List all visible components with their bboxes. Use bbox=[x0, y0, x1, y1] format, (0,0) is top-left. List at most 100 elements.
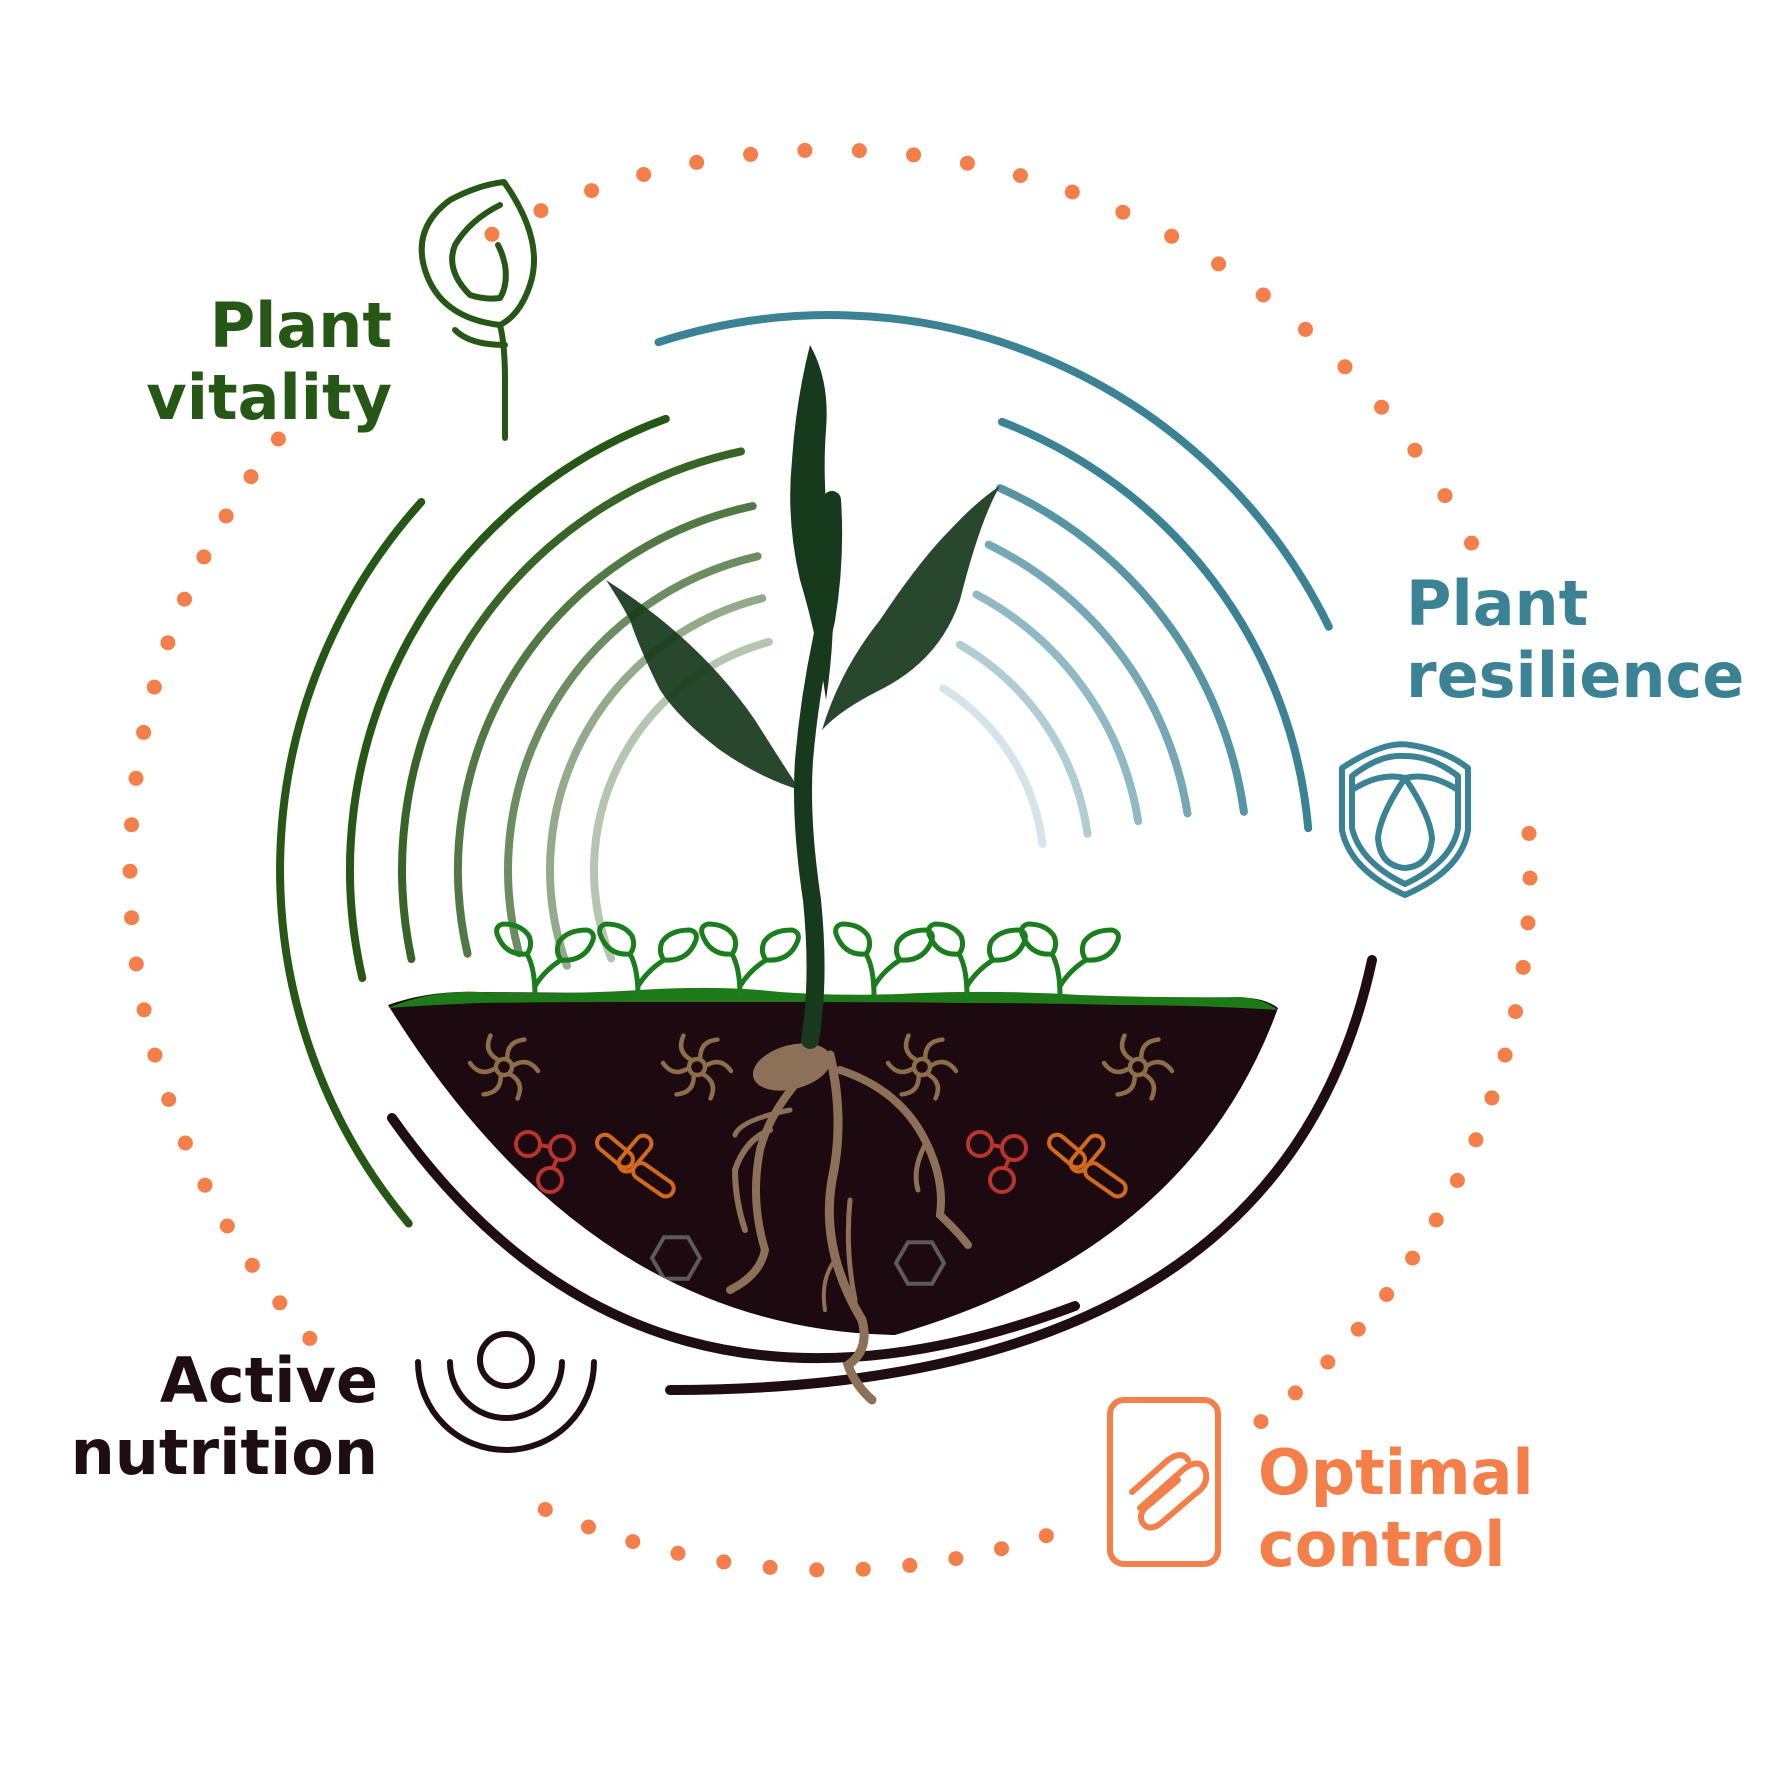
leaf-left bbox=[606, 580, 800, 790]
ring-dot bbox=[177, 591, 192, 607]
active-nutrition-line1: Active bbox=[159, 1344, 378, 1417]
plant-roots bbox=[726, 1050, 972, 1405]
ring-dot bbox=[128, 956, 144, 972]
ring-dot bbox=[1211, 256, 1227, 272]
ring-dot bbox=[136, 724, 152, 740]
ring-dot bbox=[1520, 915, 1536, 931]
ring-dot bbox=[1253, 1414, 1269, 1430]
spiral-icon bbox=[1101, 1033, 1175, 1101]
nutrition-arc-inner bbox=[387, 1113, 1080, 1364]
ring-dot bbox=[1115, 204, 1131, 220]
ring-dot bbox=[743, 146, 759, 162]
ring-dot bbox=[994, 1541, 1009, 1557]
ring-dot bbox=[902, 1557, 918, 1573]
ring-dot bbox=[484, 226, 500, 242]
ring-dot bbox=[161, 1092, 177, 1107]
ring-dot bbox=[1508, 1004, 1523, 1020]
leaf-top bbox=[790, 345, 834, 700]
root-mid bbox=[845, 1197, 858, 1303]
ring-dot bbox=[581, 1519, 596, 1535]
concentric-arcs-icon bbox=[415, 1331, 597, 1453]
ring-dot bbox=[906, 147, 922, 163]
sprout-row bbox=[494, 921, 1121, 999]
label-active-nutrition: Active nutrition bbox=[70, 1345, 378, 1489]
ring-dot bbox=[1437, 488, 1453, 504]
ring-dot bbox=[272, 1295, 288, 1311]
ring-dot bbox=[1515, 959, 1531, 975]
molecule-icon bbox=[514, 1130, 576, 1194]
grass-line bbox=[388, 987, 1278, 1010]
vitality-arc bbox=[590, 638, 773, 963]
ring-dot bbox=[147, 1047, 163, 1063]
ring-dot bbox=[1298, 321, 1313, 337]
label-plant-resilience: Plant resilience bbox=[1406, 568, 1744, 712]
root-main bbox=[824, 1050, 877, 1405]
resilience-arcs bbox=[654, 311, 1333, 848]
resilience-arc bbox=[998, 417, 1313, 833]
capsule-icon bbox=[595, 1132, 676, 1199]
sprout-icon bbox=[1019, 921, 1121, 999]
ring-dot bbox=[959, 155, 975, 171]
ring-dot bbox=[218, 508, 234, 524]
resilience-arc bbox=[654, 311, 1333, 631]
vitality-arcs bbox=[276, 414, 773, 1228]
ring-dot bbox=[533, 203, 549, 219]
ring-dot bbox=[809, 1562, 825, 1578]
leaf-right bbox=[822, 486, 1000, 730]
nutrition-arc-outer bbox=[665, 955, 1377, 1395]
ring-dot bbox=[1038, 1528, 1054, 1544]
vitality-arc bbox=[453, 502, 757, 958]
spiral-icon bbox=[467, 1033, 541, 1101]
ring-dot bbox=[128, 770, 144, 786]
ring-dot bbox=[196, 549, 212, 565]
ring-dot bbox=[1522, 870, 1538, 886]
ring-dot bbox=[636, 167, 652, 182]
ring-dot bbox=[270, 431, 286, 447]
ring-dot bbox=[948, 1551, 964, 1567]
molecule-icon bbox=[966, 1130, 1028, 1194]
vitality-arc bbox=[504, 552, 762, 958]
ring-dot bbox=[1012, 168, 1028, 184]
ring-dot bbox=[537, 1502, 553, 1517]
capsule-icon bbox=[1047, 1132, 1128, 1199]
plant-resilience-line2: resilience bbox=[1406, 639, 1745, 712]
vitality-arc bbox=[546, 594, 767, 970]
root-left-far bbox=[732, 1107, 793, 1138]
sprout-icon bbox=[926, 921, 1028, 999]
optimal-control-line2: control bbox=[1258, 1508, 1506, 1581]
spiral-icon bbox=[660, 1033, 734, 1101]
ring-dot bbox=[219, 1218, 235, 1234]
dotted-ring bbox=[122, 142, 1538, 1578]
vitality-arc bbox=[345, 414, 670, 982]
ring-dot bbox=[1064, 184, 1080, 200]
ring-dot bbox=[1405, 1250, 1421, 1266]
ring-dot bbox=[124, 910, 140, 926]
hexagon-icon bbox=[649, 1235, 703, 1281]
sprout-icon bbox=[597, 921, 699, 999]
sprout-icon bbox=[494, 921, 596, 999]
ring-dot bbox=[1428, 1212, 1444, 1228]
ring-dot bbox=[1287, 1385, 1303, 1401]
root-left bbox=[726, 1066, 812, 1294]
ring-dot bbox=[177, 1135, 193, 1151]
ring-dot bbox=[584, 183, 600, 199]
optimal-control-line1: Optimal bbox=[1258, 1436, 1534, 1509]
ring-dot bbox=[1374, 399, 1390, 415]
sprout-icon bbox=[699, 921, 801, 999]
ring-dot bbox=[689, 154, 705, 170]
seed bbox=[752, 1043, 832, 1091]
ring-dot bbox=[1164, 228, 1180, 244]
ring-dot bbox=[1350, 1321, 1366, 1337]
ring-dot bbox=[1449, 1173, 1465, 1188]
ring-dot bbox=[244, 1257, 260, 1273]
central-plant bbox=[606, 345, 1000, 1049]
ring-dot bbox=[1337, 359, 1353, 375]
label-optimal-control: Optimal control bbox=[1258, 1437, 1534, 1581]
ring-dot bbox=[122, 863, 138, 879]
ring-dot bbox=[855, 1561, 871, 1577]
ring-dot bbox=[1379, 1287, 1395, 1302]
spiral-icon bbox=[885, 1033, 959, 1101]
ring-dot bbox=[136, 1002, 152, 1018]
